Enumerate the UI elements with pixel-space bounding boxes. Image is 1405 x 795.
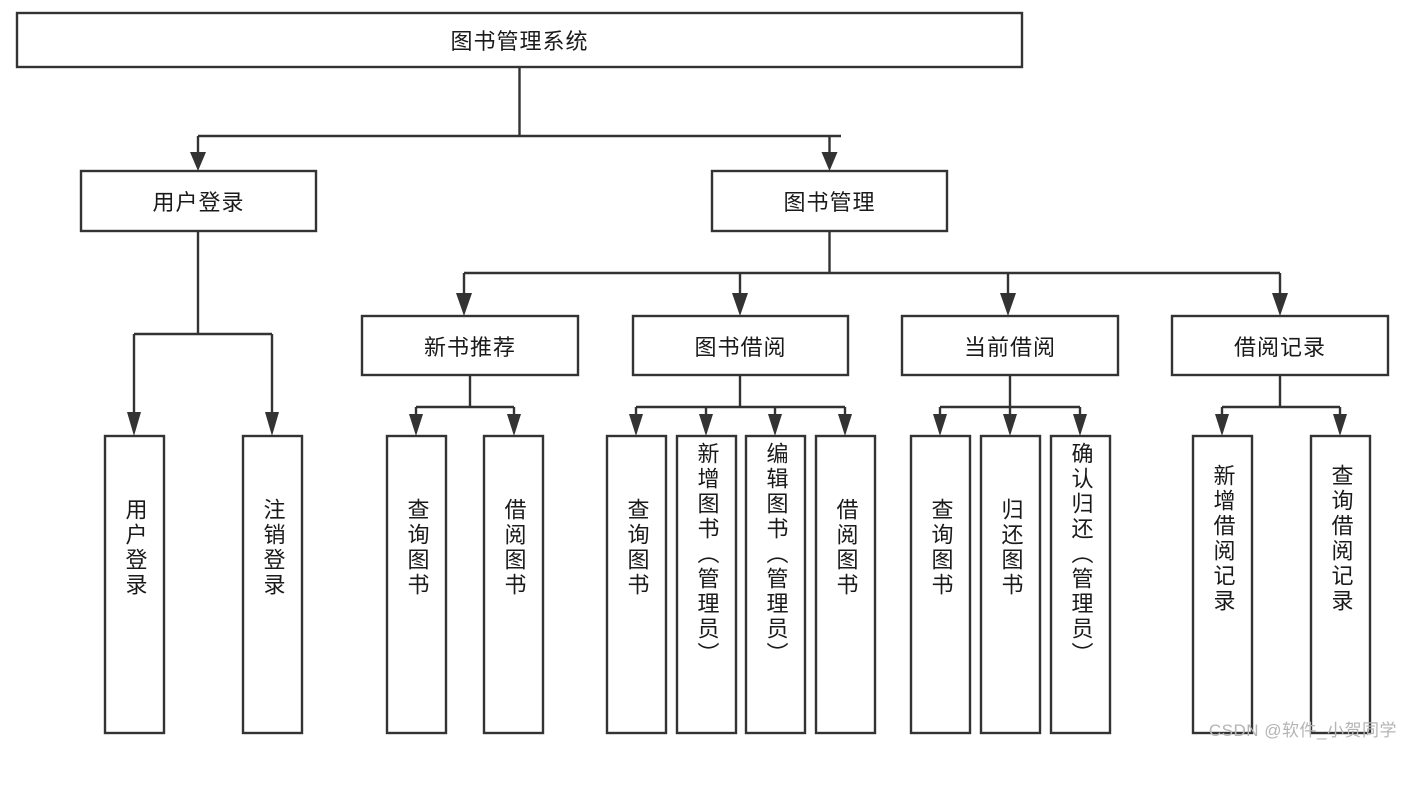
arrow-head-book-borrow [732, 293, 748, 316]
arrow-head-leaf-logout [265, 412, 279, 436]
arrow-head-borrow-record [1272, 293, 1288, 316]
node-leaf-query-borrow-record[interactable] [1309, 434, 1372, 735]
arrow-head-leaf-borrow-book-2 [838, 414, 852, 436]
node-user-login[interactable] [79, 169, 318, 233]
arrow-head-new-book [456, 293, 472, 316]
arrow-head-leaf-add-book [699, 414, 713, 436]
node-leaf-query-book-borrow[interactable] [605, 434, 668, 735]
arrow-head-leaf-query-record [1333, 414, 1347, 436]
node-layer [15, 11, 1390, 735]
arrow-head-leaf-query-book-2 [629, 414, 643, 436]
node-leaf-query-book-recommend[interactable] [385, 434, 448, 735]
node-root-book-management-system[interactable] [15, 11, 1024, 69]
connector-layer [127, 67, 1347, 436]
arrow-head-book-mgmt [821, 152, 838, 171]
node-leaf-borrow-book-borrow[interactable] [814, 434, 877, 735]
node-current-borrow[interactable] [900, 314, 1120, 377]
node-new-book-recommend[interactable] [360, 314, 580, 377]
node-borrow-record[interactable] [1170, 314, 1390, 377]
node-leaf-borrow-book-recommend[interactable] [482, 434, 545, 735]
arrow-head-leaf-confirm-return [1073, 414, 1087, 436]
flowchart-svg [15, 11, 1390, 735]
node-book-borrow[interactable] [631, 314, 850, 377]
node-leaf-query-book-current[interactable] [909, 434, 972, 735]
node-leaf-edit-book-admin[interactable] [744, 434, 807, 735]
arrow-head-leaf-query-book-3 [933, 414, 947, 436]
arrow-head-leaf-add-record [1215, 414, 1229, 436]
node-leaf-user-login[interactable] [103, 434, 166, 735]
arrow-head-leaf-user-login [127, 412, 141, 436]
node-leaf-return-book[interactable] [979, 434, 1042, 735]
node-leaf-confirm-return-admin[interactable] [1049, 434, 1112, 735]
node-leaf-add-book-admin[interactable] [675, 434, 738, 735]
arrow-head-leaf-return-book [1003, 414, 1017, 436]
node-leaf-add-borrow-record[interactable] [1191, 434, 1254, 735]
flowchart-canvas: 图书管理系统 用户登录 图书管理 新书推荐 图书借阅 当前借阅 借阅记录 用户登… [15, 11, 1397, 740]
arrow-head-current-borrow [1000, 293, 1016, 316]
arrow-head-leaf-borrow-book-1 [507, 414, 521, 436]
arrow-head-leaf-query-book-1 [409, 414, 423, 436]
arrow-head-user-login [190, 152, 206, 171]
arrow-head-leaf-edit-book [768, 414, 782, 436]
node-book-management[interactable] [710, 169, 949, 233]
node-leaf-logout[interactable] [241, 434, 304, 735]
